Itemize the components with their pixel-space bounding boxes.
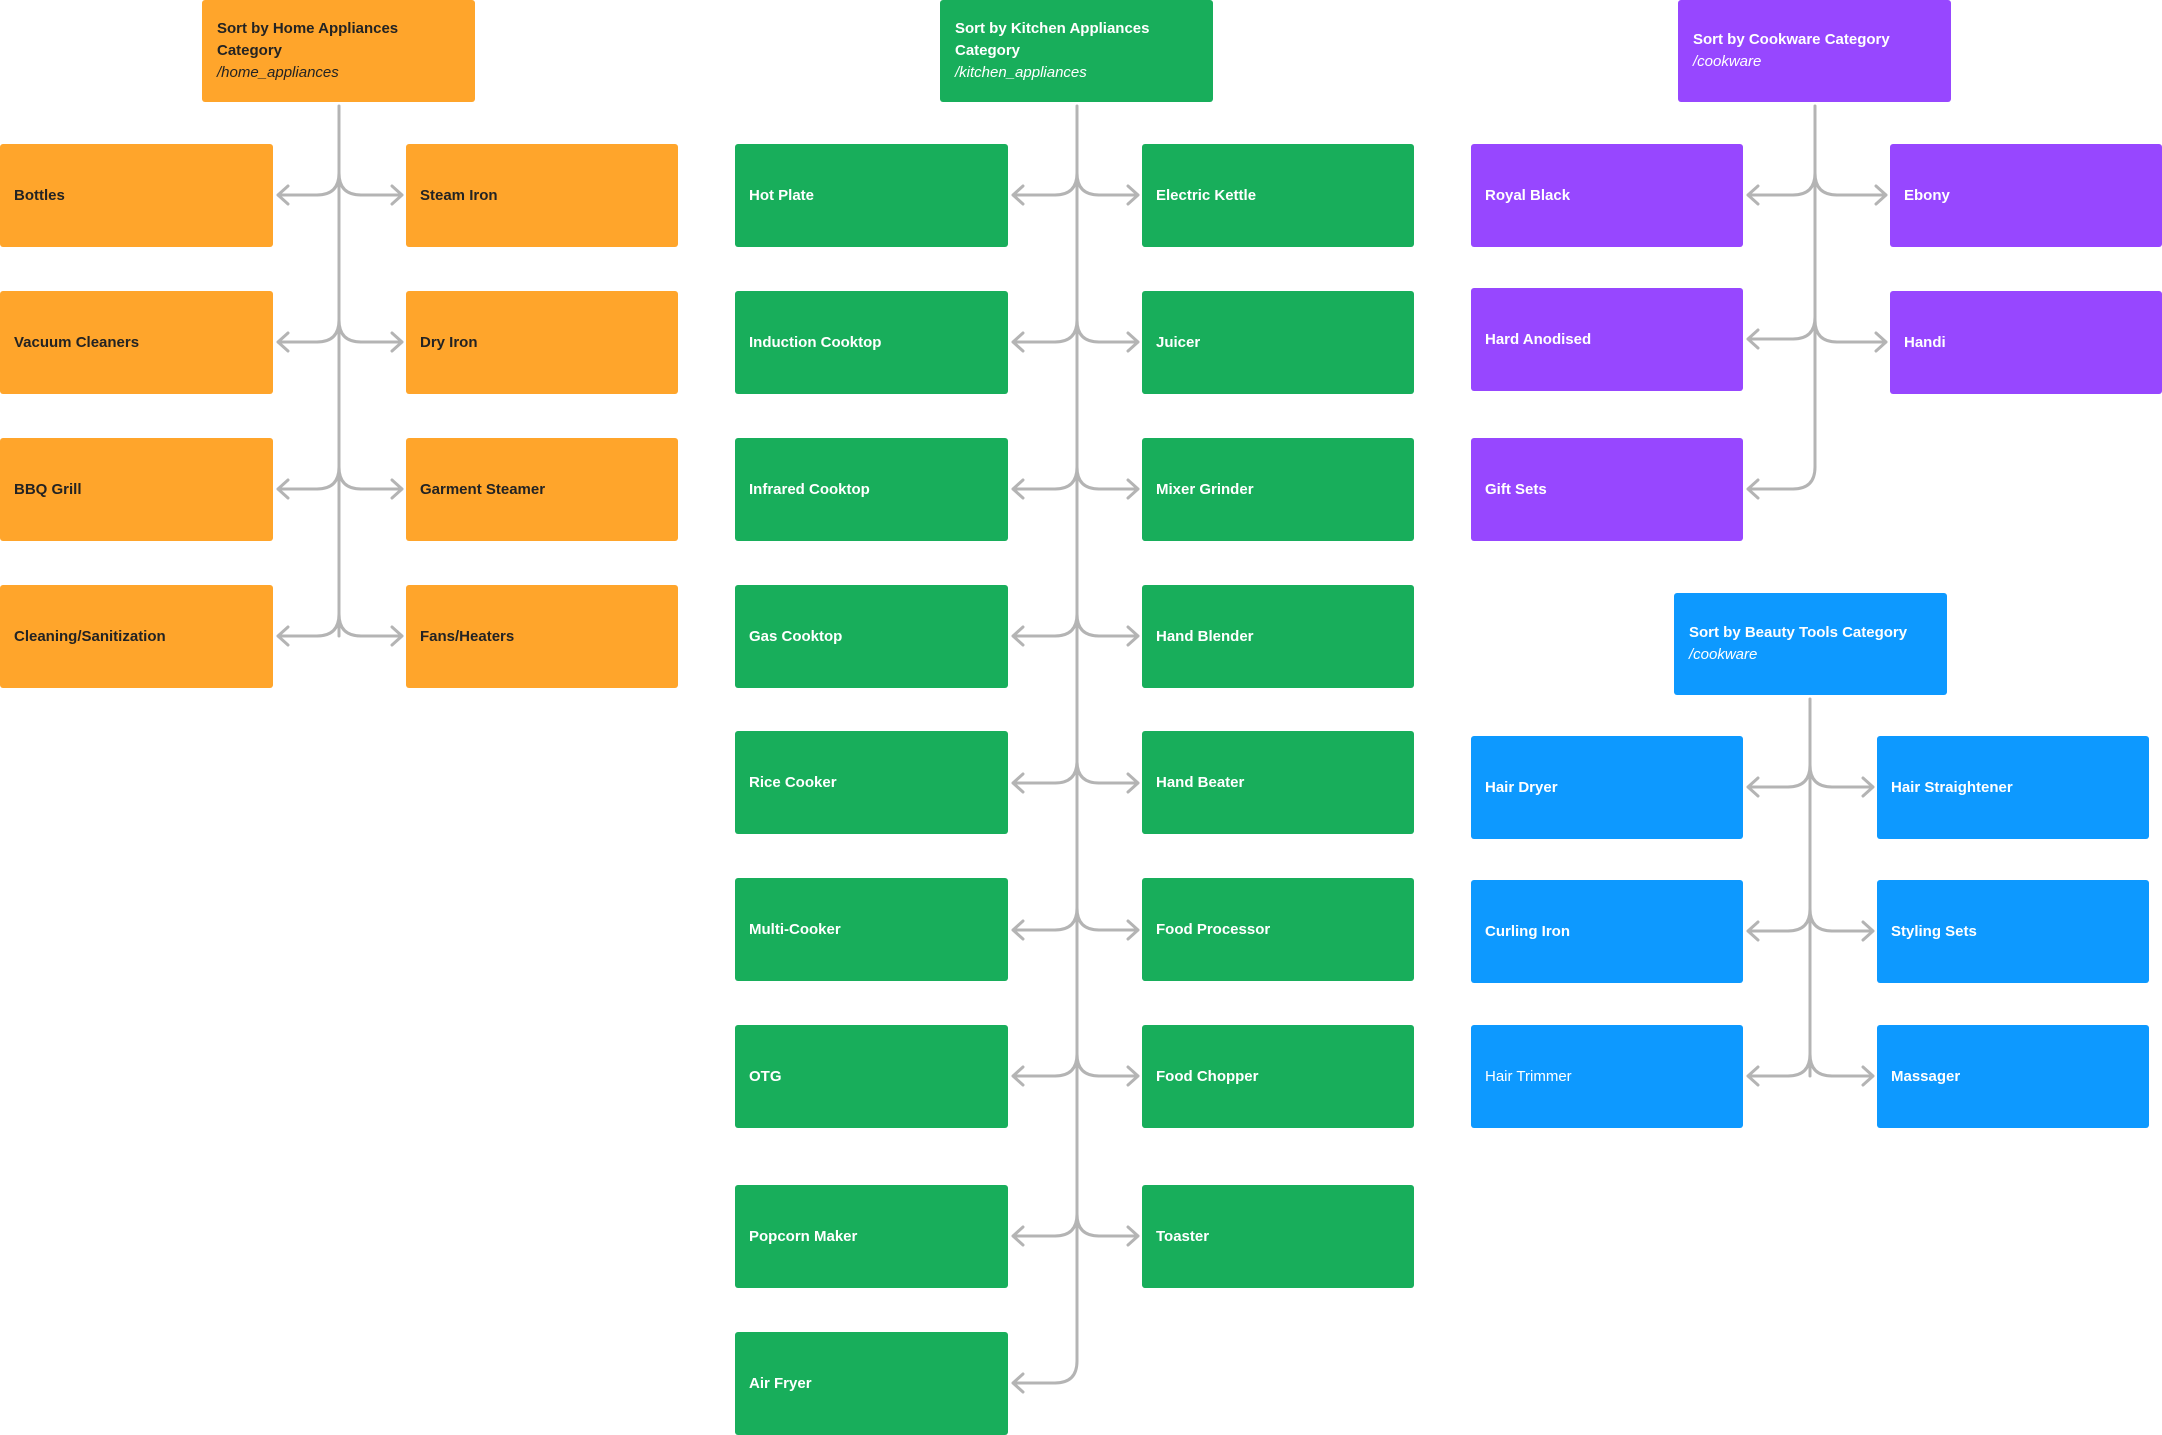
node-mixer-grinder[interactable]: Mixer Grinder — [1142, 438, 1414, 541]
node-bbq-grill[interactable]: BBQ Grill — [0, 438, 273, 541]
home-appliances-header[interactable]: Sort by Home Appliances Category /home_a… — [202, 0, 475, 102]
node-hand-beater[interactable]: Hand Beater — [1142, 731, 1414, 834]
header-title: Sort by Beauty Tools Category — [1689, 624, 1908, 641]
node-otg[interactable]: OTG — [735, 1025, 1008, 1128]
node-rice-cooker[interactable]: Rice Cooker — [735, 731, 1008, 834]
node-gift-sets[interactable]: Gift Sets — [1471, 438, 1743, 541]
header-title: Sort by Home Appliances Category — [217, 20, 399, 59]
node-hot-plate[interactable]: Hot Plate — [735, 144, 1008, 247]
kitchen-left-arrow-8 — [1011, 1359, 1079, 1394]
node-cleaning-sanitization[interactable]: Cleaning/Sanitization — [0, 585, 273, 688]
home-right-arrow-0 — [337, 171, 404, 206]
header-path: /kitchen_appliances — [955, 64, 1087, 81]
kitchen-right-arrow-2 — [1075, 465, 1140, 500]
header-title: Sort by Cookware Category — [1693, 31, 1890, 48]
node-dry-iron[interactable]: Dry Iron — [406, 291, 678, 394]
node-hand-blender[interactable]: Hand Blender — [1142, 585, 1414, 688]
cookware-left-arrow-2 — [1746, 465, 1817, 500]
cookware-header[interactable]: Sort by Cookware Category /cookware — [1678, 0, 1951, 102]
home-right-arrow-2 — [337, 465, 404, 500]
node-royal-black[interactable]: Royal Black — [1471, 144, 1743, 247]
node-handi[interactable]: Handi — [1890, 291, 2162, 394]
header-path: /cookware — [1693, 53, 1762, 70]
node-steam-iron[interactable]: Steam Iron — [406, 144, 678, 247]
node-hair-trimmer[interactable]: Hair Trimmer — [1471, 1025, 1743, 1128]
node-massager[interactable]: Massager — [1877, 1025, 2149, 1128]
node-multi-cooker[interactable]: Multi-Cooker — [735, 878, 1008, 981]
node-hard-anodised[interactable]: Hard Anodised — [1471, 288, 1743, 391]
node-infrared-cooktop[interactable]: Infrared Cooktop — [735, 438, 1008, 541]
kitchen-right-arrow-5 — [1075, 906, 1140, 941]
kitchen-appliances-header[interactable]: Sort by Kitchen Appliances Category /kit… — [940, 0, 1213, 102]
cookware-right-arrow-1 — [1813, 318, 1888, 353]
node-curling-iron[interactable]: Curling Iron — [1471, 880, 1743, 983]
kitchen-right-arrow-0 — [1075, 171, 1140, 206]
beauty-right-arrow-2 — [1808, 1052, 1875, 1087]
node-garment-steamer[interactable]: Garment Steamer — [406, 438, 678, 541]
node-electric-kettle[interactable]: Electric Kettle — [1142, 144, 1414, 247]
header-path: /cookware — [1689, 646, 1758, 663]
node-vacuum-cleaners[interactable]: Vacuum Cleaners — [0, 291, 273, 394]
beauty-right-arrow-0 — [1808, 763, 1875, 798]
kitchen-right-arrow-1 — [1075, 318, 1140, 353]
beauty-tools-header[interactable]: Sort by Beauty Tools Category /cookware — [1674, 593, 1947, 695]
node-juicer[interactable]: Juicer — [1142, 291, 1414, 394]
node-hair-dryer[interactable]: Hair Dryer — [1471, 736, 1743, 839]
node-ebony[interactable]: Ebony — [1890, 144, 2162, 247]
kitchen-right-arrow-7 — [1075, 1212, 1140, 1247]
node-induction-cooktop[interactable]: Induction Cooktop — [735, 291, 1008, 394]
cookware-right-arrow-0 — [1813, 171, 1888, 206]
node-air-fryer[interactable]: Air Fryer — [735, 1332, 1008, 1435]
header-title: Sort by Kitchen Appliances Category — [955, 20, 1150, 59]
kitchen-right-arrow-6 — [1075, 1052, 1140, 1087]
node-food-chopper[interactable]: Food Chopper — [1142, 1025, 1414, 1128]
node-gas-cooktop[interactable]: Gas Cooktop — [735, 585, 1008, 688]
home-right-arrow-1 — [337, 318, 404, 353]
node-fans-heaters[interactable]: Fans/Heaters — [406, 585, 678, 688]
node-bottles[interactable]: Bottles — [0, 144, 273, 247]
beauty-right-arrow-1 — [1808, 907, 1875, 942]
node-popcorn-maker[interactable]: Popcorn Maker — [735, 1185, 1008, 1288]
node-toaster[interactable]: Toaster — [1142, 1185, 1414, 1288]
node-food-processor[interactable]: Food Processor — [1142, 878, 1414, 981]
kitchen-right-arrow-4 — [1075, 759, 1140, 794]
node-hair-straightener[interactable]: Hair Straightener — [1877, 736, 2149, 839]
node-styling-sets[interactable]: Styling Sets — [1877, 880, 2149, 983]
home-right-arrow-3 — [337, 612, 404, 647]
header-path: /home_appliances — [217, 64, 339, 81]
kitchen-right-arrow-3 — [1075, 612, 1140, 647]
